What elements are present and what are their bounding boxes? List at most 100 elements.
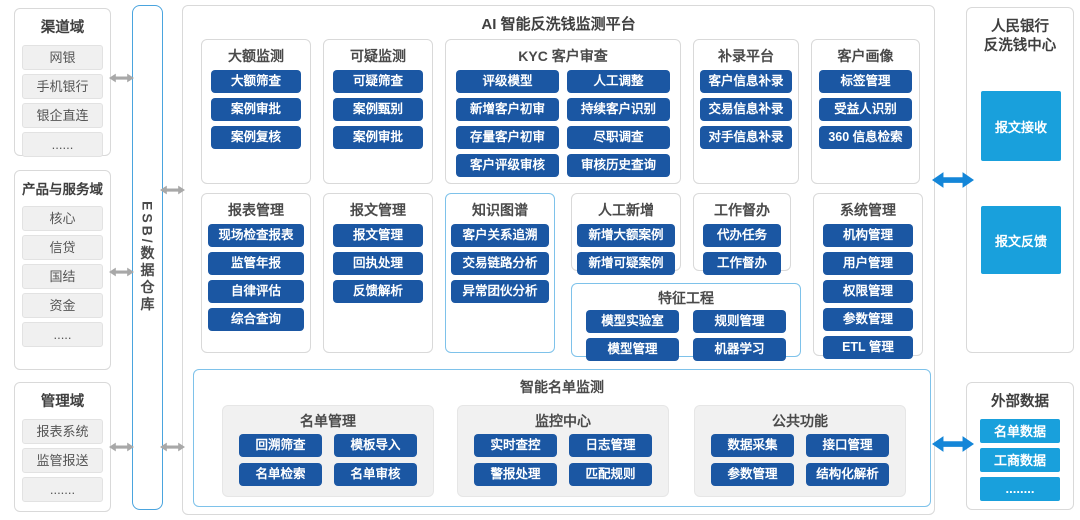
module-block: 名单审核 bbox=[334, 463, 417, 486]
arrow-product-esb bbox=[109, 267, 134, 277]
module-block: 异常团伙分析 bbox=[451, 280, 549, 303]
module-block: 实时查控 bbox=[474, 434, 557, 457]
product-system-block: ..... bbox=[22, 321, 103, 347]
channel-domain-title: 渠道域 bbox=[40, 20, 85, 36]
module-block: ETL 管理 bbox=[823, 336, 913, 359]
module-block: 可疑筛查 bbox=[333, 70, 423, 93]
section-title: 补录平台 bbox=[718, 48, 774, 64]
module-block: 机构管理 bbox=[823, 224, 913, 247]
module-block: 日志管理 bbox=[569, 434, 652, 457]
module-block: 评级模型 bbox=[456, 70, 559, 93]
arrow-management-esb bbox=[109, 442, 134, 452]
module-block: 参数管理 bbox=[711, 463, 794, 486]
group-common-functions: 公共功能 数据采集接口管理参数管理结构化解析 bbox=[694, 405, 906, 497]
module-block: 机器学习 bbox=[693, 338, 786, 361]
module-block: 监管年报 bbox=[208, 252, 304, 275]
module-block: 规则管理 bbox=[693, 310, 786, 333]
external-data-items: 名单数据工商数据........ bbox=[967, 418, 1073, 501]
module-block: 报文管理 bbox=[333, 224, 423, 247]
module-block: 审核历史查询 bbox=[567, 154, 670, 177]
group-title: 名单管理 bbox=[300, 413, 356, 429]
section-items: 客户信息补录交易信息补录对手信息补录 bbox=[694, 70, 798, 149]
esb-data-warehouse-bar: ESB/数据仓库 bbox=[132, 5, 163, 510]
external-data-block: ........ bbox=[980, 476, 1060, 501]
channel-system-block: 网银 bbox=[22, 44, 103, 70]
channel-domain-box: 渠道域 网银手机银行银企直连...... bbox=[14, 8, 111, 157]
module-block: 权限管理 bbox=[823, 280, 913, 303]
section-items: 模型实验室规则管理模型管理机器学习 bbox=[572, 310, 800, 361]
module-block: 客户信息补录 bbox=[700, 70, 792, 93]
section-title: 客户画像 bbox=[837, 48, 894, 64]
channel-domain-items: 网银手机银行银企直连...... bbox=[15, 44, 110, 157]
module-block: 新增客户初审 bbox=[456, 98, 559, 121]
section-manual-add: 人工新增 新增大额案例新增可疑案例 bbox=[571, 193, 681, 275]
section-report: 报表管理 现场检查报表监管年报自律评估综合查询 bbox=[201, 193, 311, 353]
arrow-esb-platform-bottom bbox=[160, 442, 185, 452]
section-title: KYC 客户审查 bbox=[518, 48, 608, 64]
section-items: 报文管理回执处理反馈解析 bbox=[324, 224, 432, 303]
section-kyc: KYC 客户审查 评级模型人工调整新增客户初审持续客户识别存量客户初审尽职调查客… bbox=[445, 39, 681, 184]
section-items: 大额筛查案例审批案例复核 bbox=[202, 70, 310, 149]
product-system-block: 核心 bbox=[22, 205, 103, 231]
management-system-block: 报表系统 bbox=[22, 418, 103, 444]
management-system-block: 监管报送 bbox=[22, 447, 103, 473]
module-block: 现场检查报表 bbox=[208, 224, 304, 247]
module-block: 人工调整 bbox=[567, 70, 670, 93]
section-items: 评级模型人工调整新增客户初审持续客户识别存量客户初审尽职调查客户评级审核审核历史… bbox=[446, 70, 680, 177]
module-block: 案例审批 bbox=[211, 98, 301, 121]
product-service-domain-box: 产品与服务域 核心信贷国结资金..... bbox=[14, 170, 111, 370]
section-supplement: 补录平台 客户信息补录交易信息补录对手信息补录 bbox=[693, 39, 799, 184]
module-block: 新增大额案例 bbox=[577, 224, 675, 247]
platform-title: AI 智能反洗钱监测平台 bbox=[481, 16, 636, 33]
section-supervision: 工作督办 代办任务工作督办 bbox=[693, 193, 791, 275]
section-large-amount: 大额监测 大额筛查案例审批案例复核 bbox=[201, 39, 311, 184]
section-feature-engineering: 特征工程 模型实验室规则管理模型管理机器学习 bbox=[571, 283, 801, 361]
section-title: 人工新增 bbox=[598, 202, 654, 218]
module-block: 新增可疑案例 bbox=[577, 252, 675, 275]
group-items: 回溯筛查模板导入名单检索名单审核 bbox=[223, 434, 433, 486]
module-block: 大额筛查 bbox=[211, 70, 301, 93]
module-block: 数据采集 bbox=[711, 434, 794, 457]
channel-system-block: 银企直连 bbox=[22, 102, 103, 128]
platform-panel: AI 智能反洗钱监测平台 大额监测 大额筛查案例审批案例复核 可疑监测 可疑筛查… bbox=[182, 5, 935, 515]
section-items: 现场检查报表监管年报自律评估综合查询 bbox=[202, 224, 310, 331]
group-list-management: 名单管理 回溯筛查模板导入名单检索名单审核 bbox=[222, 405, 434, 497]
section-title: 特征工程 bbox=[658, 290, 714, 306]
external-data-title: 外部数据 bbox=[991, 394, 1049, 410]
module-block: 对手信息补录 bbox=[700, 126, 792, 149]
module-block: 名单检索 bbox=[239, 463, 322, 486]
section-suspicious: 可疑监测 可疑筛查案例甄别案例审批 bbox=[323, 39, 433, 184]
module-block: 案例甄别 bbox=[333, 98, 423, 121]
group-title: 监控中心 bbox=[535, 413, 591, 429]
module-block: 回溯筛查 bbox=[239, 434, 322, 457]
section-items: 代办任务工作督办 bbox=[694, 224, 790, 275]
section-items: 新增大额案例新增可疑案例 bbox=[572, 224, 680, 275]
pboc-title-line2: 反洗钱中心 bbox=[983, 37, 1057, 54]
channel-system-block: ...... bbox=[22, 131, 103, 157]
module-block: 综合查询 bbox=[208, 308, 304, 331]
module-block: 参数管理 bbox=[823, 308, 913, 331]
module-block: 回执处理 bbox=[333, 252, 423, 275]
section-title: 系统管理 bbox=[840, 202, 896, 218]
module-block: 案例审批 bbox=[333, 126, 423, 149]
section-title: 可疑监测 bbox=[350, 48, 406, 64]
module-block: 警报处理 bbox=[474, 463, 557, 486]
arrow-esb-platform-top bbox=[160, 185, 185, 195]
external-data-box: 外部数据 名单数据工商数据........ bbox=[966, 382, 1074, 510]
product-system-block: 资金 bbox=[22, 292, 103, 318]
section-message: 报文管理 报文管理回执处理反馈解析 bbox=[323, 193, 433, 353]
external-data-block: 名单数据 bbox=[980, 418, 1060, 443]
module-block: 标签管理 bbox=[819, 70, 912, 93]
module-block: 存量客户初审 bbox=[456, 126, 559, 149]
arrow-smartlist-external bbox=[932, 435, 974, 453]
management-domain-box: 管理域 报表系统监管报送....... bbox=[14, 382, 111, 512]
module-block: 受益人识别 bbox=[819, 98, 912, 121]
section-title: 大额监测 bbox=[228, 48, 284, 64]
module-block: 代办任务 bbox=[703, 224, 781, 247]
module-block: 交易链路分析 bbox=[451, 252, 549, 275]
message-feedback-block: 报文反馈 bbox=[981, 206, 1061, 274]
group-items: 实时查控日志管理警报处理匹配规则 bbox=[458, 434, 668, 486]
